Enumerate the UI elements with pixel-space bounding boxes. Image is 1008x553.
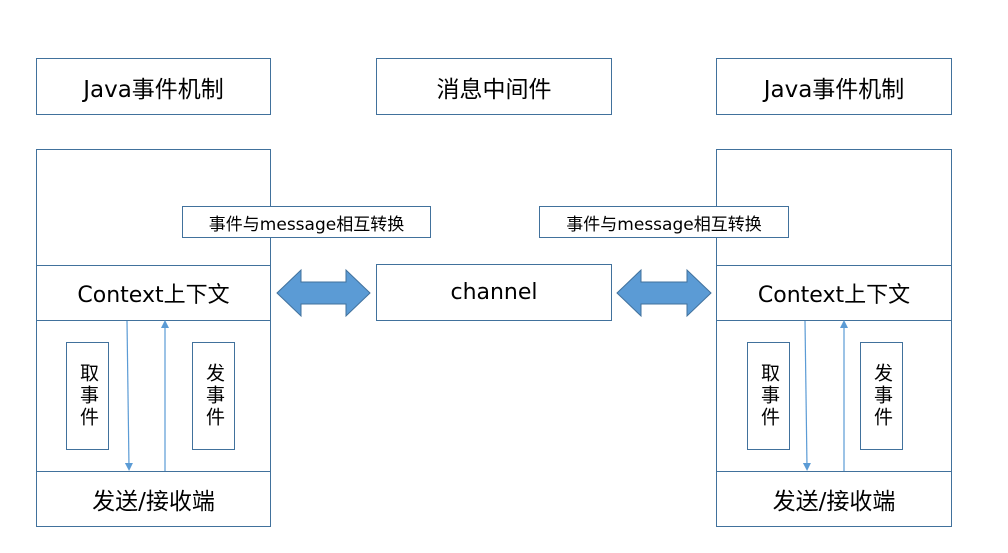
channel-box: channel [376,264,612,321]
left-convert-box: 事件与message相互转换 [182,206,431,238]
left-convert-label: 事件与message相互转换 [208,214,405,235]
left-double-arrow [276,268,371,318]
middle-header-box: 消息中间件 [376,58,612,115]
left-send-label: 发事件 [203,363,225,429]
left-header-label: Java事件机制 [83,76,224,103]
right-bottom-box: 发送/接收端 [716,471,952,527]
right-down-flow-arrow [802,320,811,471]
left-fetch-label: 取事件 [77,363,99,429]
right-double-arrow [616,268,712,318]
left-fetch-box: 取事件 [66,342,109,450]
right-header-box: Java事件机制 [716,58,952,115]
right-fetch-label: 取事件 [758,363,780,429]
right-send-box: 发事件 [860,342,903,450]
right-convert-box: 事件与message相互转换 [539,206,789,238]
right-convert-label: 事件与message相互转换 [566,214,762,235]
right-context-box: Context上下文 [716,265,952,321]
left-down-flow-arrow [124,320,133,471]
left-bottom-label: 发送/接收端 [92,489,215,515]
right-header-label: Java事件机制 [763,76,905,103]
right-context-label: Context上下文 [757,283,911,308]
right-bottom-label: 发送/接收端 [772,489,896,515]
left-context-box: Context上下文 [36,265,271,321]
middle-header-label: 消息中间件 [436,76,552,103]
channel-label: channel [450,280,538,305]
left-header-box: Java事件机制 [36,58,271,115]
left-send-box: 发事件 [192,342,235,450]
left-bottom-box: 发送/接收端 [36,471,271,527]
left-context-label: Context上下文 [77,283,230,308]
right-send-label: 发事件 [871,363,893,429]
right-fetch-box: 取事件 [747,342,790,450]
